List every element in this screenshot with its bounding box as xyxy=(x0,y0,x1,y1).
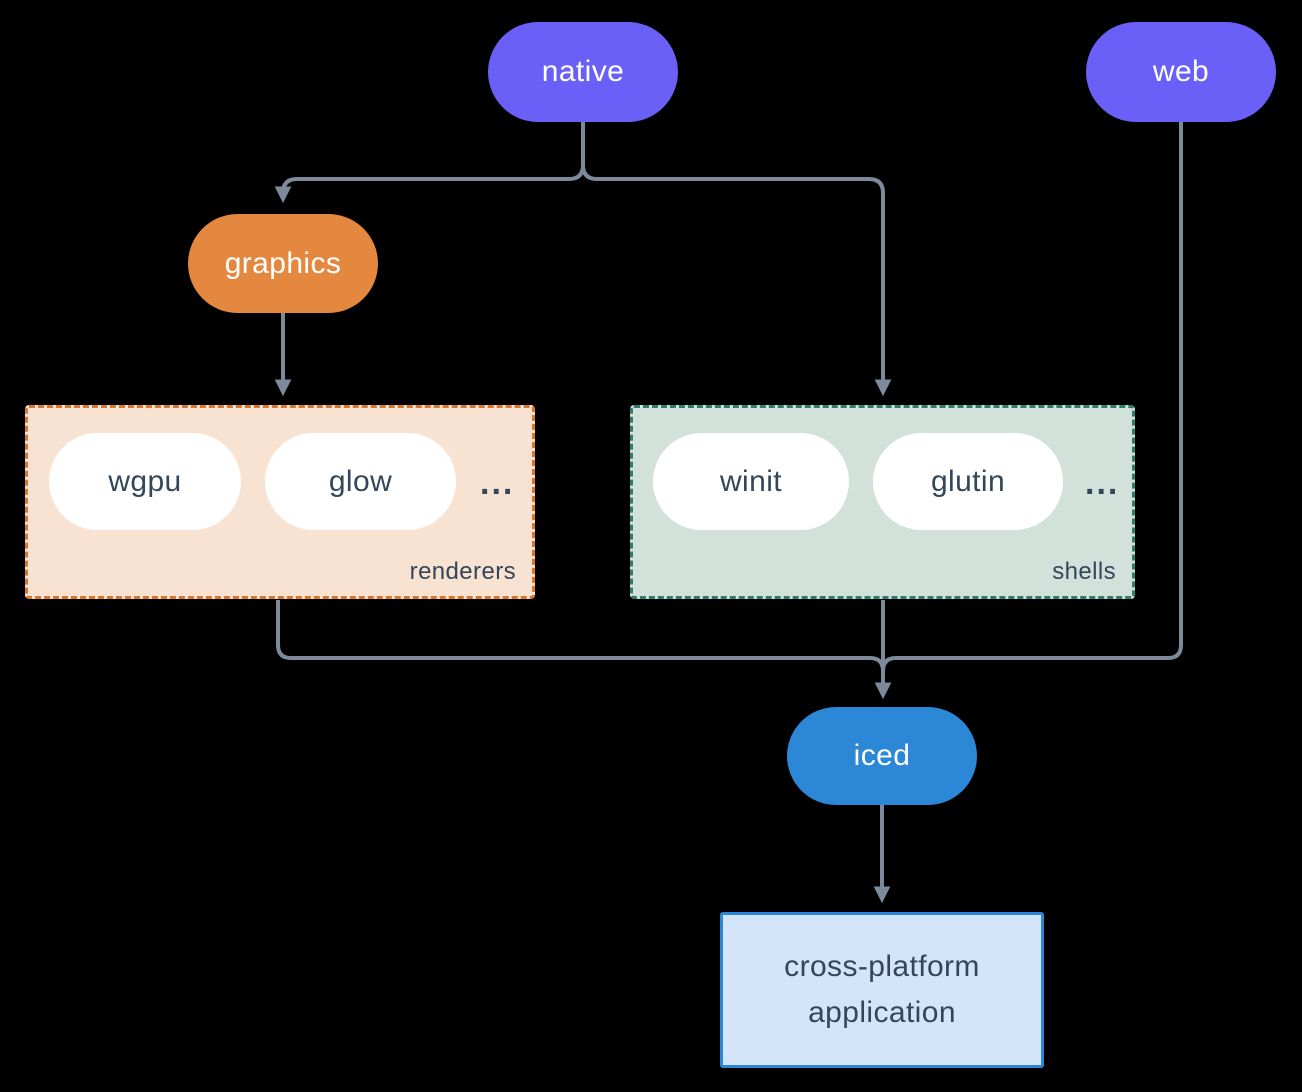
node-iced-label: iced xyxy=(853,739,911,772)
shells-ellipsis: ... xyxy=(1085,464,1120,502)
node-glutin-label: glutin xyxy=(930,464,1006,498)
node-graphics: graphics xyxy=(188,214,378,313)
group-renderers-label: renderers xyxy=(409,558,516,585)
node-winit-label: winit xyxy=(719,464,782,498)
node-glutin: glutin xyxy=(873,433,1063,530)
edge-native-to-graphics xyxy=(274,122,585,204)
edge-renderers-to-merge xyxy=(276,600,885,678)
group-shells-label: shells xyxy=(1052,558,1116,585)
node-iced: iced xyxy=(787,707,977,805)
node-wgpu: wgpu xyxy=(49,433,241,530)
node-glow-label: glow xyxy=(328,464,393,498)
node-cross-platform-application: cross-platform application xyxy=(720,912,1044,1068)
node-winit: winit xyxy=(653,433,849,530)
app-box-line2: application xyxy=(808,996,956,1029)
node-native-label: native xyxy=(541,55,625,88)
node-wgpu-label: wgpu xyxy=(108,464,182,498)
group-renderers: wgpu glow ... renderers xyxy=(25,405,535,599)
node-graphics-label: graphics xyxy=(224,246,342,280)
group-shells: winit glutin ... shells xyxy=(630,405,1135,599)
node-glow: glow xyxy=(265,433,456,530)
app-box-line1: cross-platform xyxy=(784,950,980,983)
edge-native-to-shells xyxy=(581,122,892,397)
node-native: native xyxy=(488,22,678,122)
node-web-label: web xyxy=(1152,55,1210,88)
renderers-ellipsis: ... xyxy=(480,464,515,502)
node-web: web xyxy=(1086,22,1276,122)
